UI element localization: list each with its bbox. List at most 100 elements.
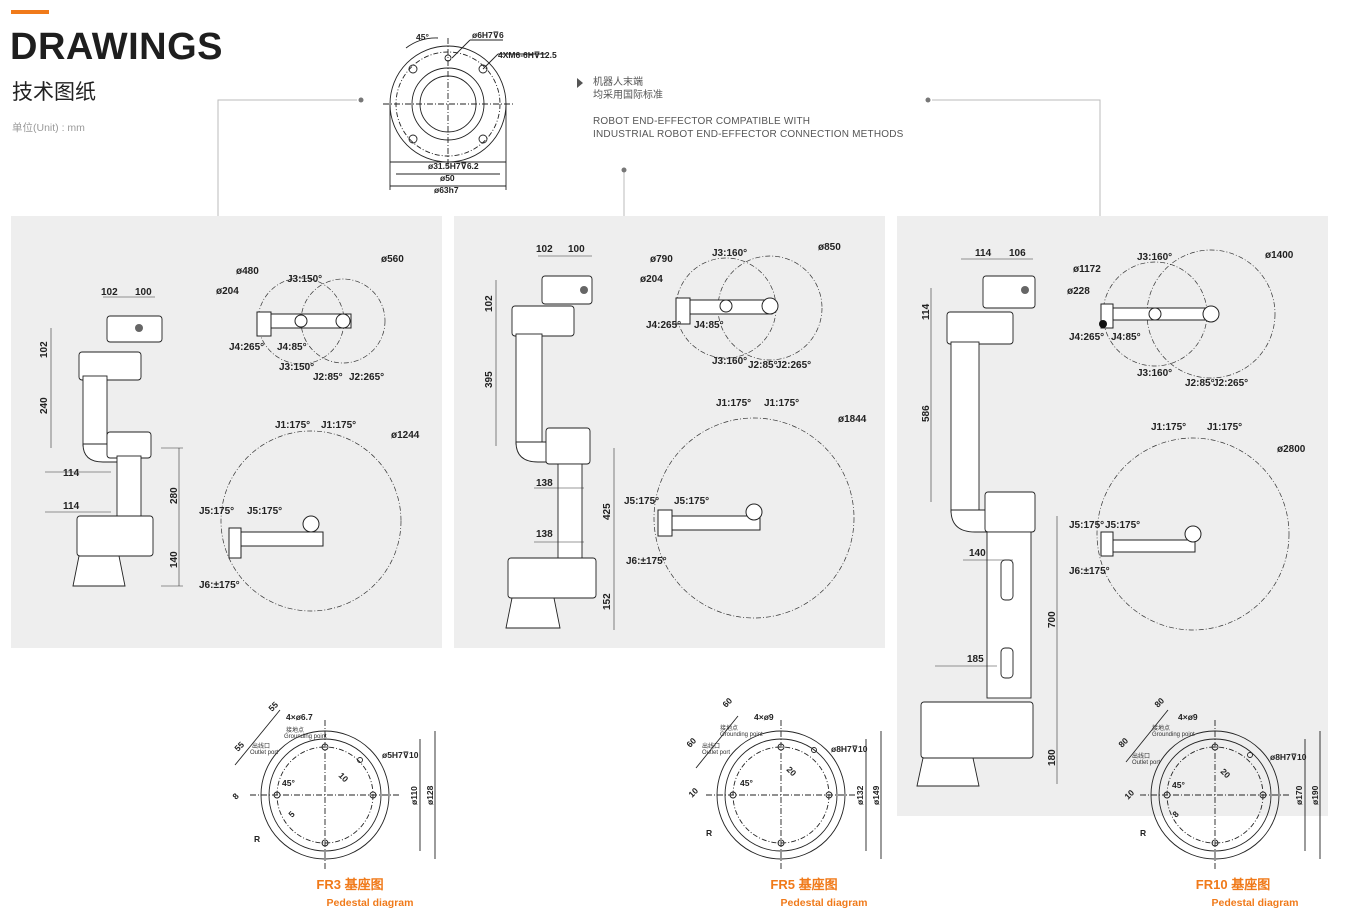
page-title: DRAWINGS xyxy=(10,26,223,68)
fr3-ped-d110: ø110 xyxy=(409,786,419,805)
fr3-ped-d5: 5 xyxy=(286,809,297,820)
fr5-top-j4: J4:265° xyxy=(646,320,681,331)
fr5-top-d204: ø204 xyxy=(640,274,663,285)
fr5-top-view: ø790 ø204 ø850 J3:160° J3:160° J4:265° J… xyxy=(624,242,867,619)
fr10-ped-angle: 45° xyxy=(1172,780,1185,790)
fr10-ped-grounding-en: Grounding point xyxy=(1152,732,1195,738)
fr5-dim-425: 425 xyxy=(602,503,613,520)
fr3-pedestal-diagram: 55 55 4×ø6.7 接地点 Grounding point 出线口 Out… xyxy=(230,699,436,870)
fr3-dim-140: 140 xyxy=(169,551,180,568)
fr5-ped-outlet: 出线口 xyxy=(702,742,720,750)
fr10-ped-pin: ø8H7⊽10 xyxy=(1270,752,1307,762)
fr3-ped-holes: 4×ø6.7 xyxy=(286,712,313,722)
fr5-top-j4b: J4:85° xyxy=(694,320,724,331)
fr5-top-d790: ø790 xyxy=(650,254,673,265)
fr5-caption-title: FR5 基座图 xyxy=(770,877,838,892)
fr10-top-d228: ø228 xyxy=(1067,286,1090,297)
fr10-dim-114: 114 xyxy=(975,248,992,259)
fr5-ped-r: R xyxy=(706,828,712,838)
fr10-ped-grounding: 接地点 xyxy=(1152,724,1170,732)
fr5-bot-j1a: J1:175° xyxy=(716,398,751,409)
fr3-ped-grounding-en: Grounding point xyxy=(284,734,327,740)
fr10-top-j3a: J3:160° xyxy=(1137,252,1172,263)
fr10-top-j2b: J2:265° xyxy=(1213,378,1248,389)
fr5-ped-pin: ø8H7⊽10 xyxy=(831,744,868,754)
fr3-ped-pin: ø5H7⊽10 xyxy=(382,750,419,760)
fr10-top-j4: J4:265° xyxy=(1069,332,1104,343)
fr10-caption-sub: Pedestal diagram xyxy=(1211,897,1299,909)
flange-pin-hole: ø6H7⊽6 xyxy=(472,30,504,40)
fr10-ped-d10: 10 xyxy=(1122,787,1136,801)
fr3-top-view: ø480 ø204 ø560 J3:150° J3:150° J4:265° J… xyxy=(199,254,420,612)
fr10-ped-d20: 20 xyxy=(1219,766,1233,780)
fr5-bot-j1b: J1:175° xyxy=(764,398,799,409)
flange-outer: ø63h7 xyxy=(434,185,459,195)
fr10-dim-586: 586 xyxy=(921,405,932,422)
fr10-pedestal-diagram: 80 80 4×ø9 接地点 Grounding point 出线口 Outle… xyxy=(1116,695,1321,870)
fr3-bot-d1244: ø1244 xyxy=(391,430,420,441)
fr5-caption: FR5 基座图 Pedestal diagram xyxy=(724,874,884,909)
fr10-caption-title: FR10 基座图 xyxy=(1195,877,1271,892)
fr5-side-view: 102 100 102 395 138 138 425 152 xyxy=(484,244,615,630)
page-subtitle: 技术图纸 xyxy=(12,81,96,104)
note-en-line1: ROBOT END-EFFECTOR COMPATIBLE WITH xyxy=(593,116,811,127)
fr3-dim-114a: 114 xyxy=(63,468,80,479)
fr5-dim-138a: 138 xyxy=(536,478,553,489)
fr10-top-j2a: J2:85° xyxy=(1185,378,1215,389)
fr3-ped-d8: 8 xyxy=(230,791,241,802)
fr5-dim-138b: 138 xyxy=(536,529,553,540)
fr5-ped-d149: ø149 xyxy=(871,785,881,805)
fr10-dim-114b: 114 xyxy=(921,303,932,320)
fr3-top-j3b: J3:150° xyxy=(279,362,314,373)
fr3-top-j4: J4:265° xyxy=(229,342,264,353)
fr3-watermark: FR3 xyxy=(8,637,166,726)
fr10-dim-106: 106 xyxy=(1009,248,1026,259)
flange-threads: 4XM6-6H⊽12.5 xyxy=(498,50,557,60)
fr3-ped-grounding: 接地点 xyxy=(286,726,304,734)
compatibility-note: 机器人末端 均采用国际标准 ROBOT END-EFFECTOR COMPATI… xyxy=(577,76,927,146)
fr5-ped-angle: 45° xyxy=(740,778,753,788)
fr10-top-view: ø1172 ø228 ø1400 J3:160° J3:160° J4:265°… xyxy=(1067,249,1306,631)
fr3-dim-100: 100 xyxy=(135,287,152,298)
fr5-dim-102: 102 xyxy=(536,244,553,255)
fr3-dim-102a: 102 xyxy=(101,287,118,298)
fr10-top-d1400: ø1400 xyxy=(1265,250,1294,261)
flange-angle: 45° xyxy=(416,32,429,42)
fr5-top-j2b: J2:265° xyxy=(776,360,811,371)
flange-pcd: ø50 xyxy=(440,173,455,183)
fr5-ped-grounding: 接地点 xyxy=(720,724,738,732)
unit-label: 单位(Unit) : mm xyxy=(12,122,85,134)
fr3-top-j3a: J3:150° xyxy=(287,274,322,285)
fr10-ped-outlet-en: Outlet port xyxy=(1132,760,1160,766)
fr3-top-j4b: J4:85° xyxy=(277,342,307,353)
fr10-bot-j5a: J5:175° xyxy=(1069,520,1104,531)
fr5-ped-outlet-en: Outlet port xyxy=(702,750,730,756)
fr5-bot-j6: J6:±175° xyxy=(626,556,667,567)
fr10-bot-j5b: J5:175° xyxy=(1105,520,1140,531)
fr10-ped-d170: ø170 xyxy=(1294,785,1304,805)
fr3-caption-sub: Pedestal diagram xyxy=(326,897,414,909)
fr10-ped-d80a: 80 xyxy=(1152,695,1166,709)
fr3-dim-102b: 102 xyxy=(39,341,50,358)
fr10-caption: FR10 基座图 Pedestal diagram xyxy=(1148,874,1318,909)
fr3-caption: FR3 基座图 Pedestal diagram xyxy=(270,874,430,909)
fr3-ped-angle: 45° xyxy=(282,778,295,788)
fr5-dim-395: 395 xyxy=(484,371,495,388)
fr5-top-j3b: J3:160° xyxy=(712,356,747,367)
fr5-ped-holes: 4×ø9 xyxy=(754,712,774,722)
note-cn-line1: 机器人末端 xyxy=(593,77,643,88)
fr3-ped-d128: ø128 xyxy=(425,785,435,805)
fr3-ped-d10: 10 xyxy=(337,770,351,784)
fr3-caption-title: FR3 基座图 xyxy=(316,877,384,892)
fr10-bot-j1a: J1:175° xyxy=(1151,422,1186,433)
fr3-bot-j6: J6:±175° xyxy=(199,580,240,591)
fr5-ped-grounding-en: Grounding point xyxy=(720,732,763,738)
fr5-top-j3a: J3:160° xyxy=(712,248,747,259)
fr10-bot-j1b: J1:175° xyxy=(1207,422,1242,433)
fr3-bot-j5a: J5:175° xyxy=(199,506,234,517)
fr10-top-j3b: J3:160° xyxy=(1137,368,1172,379)
fr5-dim-152: 152 xyxy=(602,593,613,610)
fr3-top-d560: ø560 xyxy=(381,254,404,265)
fr5-caption-sub: Pedestal diagram xyxy=(780,897,868,909)
